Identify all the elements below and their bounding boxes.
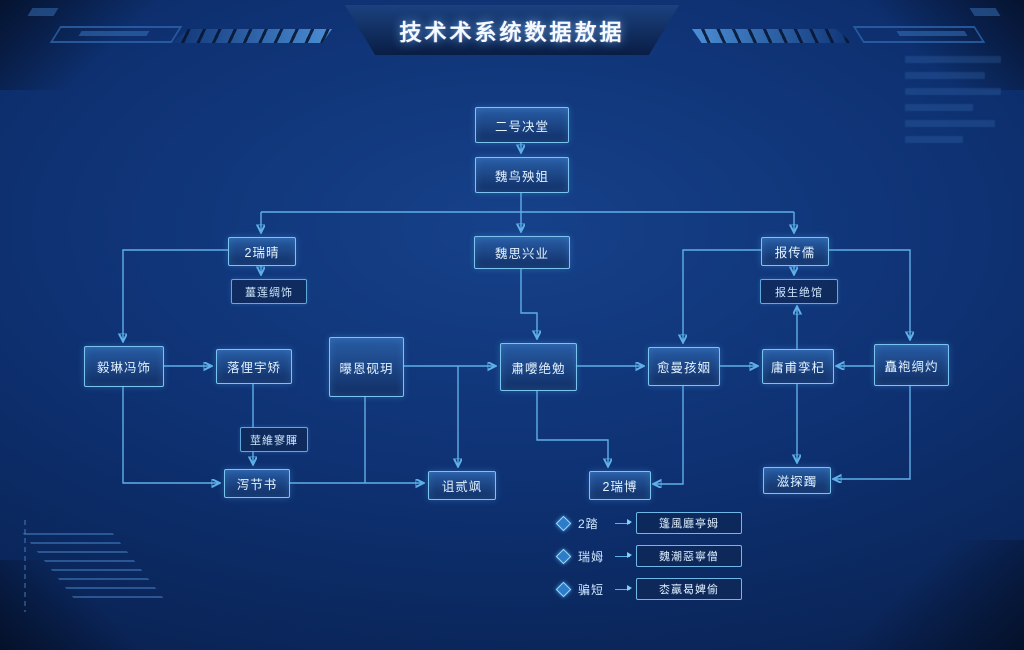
flow-node-bottom-3: 2瑞博 (589, 471, 651, 500)
hatch-lines-decoration (22, 533, 168, 603)
flow-node-branch-left: 2瑞晴 (228, 237, 296, 266)
flow-node-mid-1: 毅琳冯饰 (84, 346, 164, 387)
legend-arrow-icon (615, 519, 632, 525)
banner-wing-left (172, 29, 332, 43)
flow-node-top-1: 二号决堂 (475, 107, 569, 143)
flow-node-bottom-2: 诅贰飒 (428, 471, 496, 500)
legend-label: 骗短 (578, 582, 605, 597)
page-title: 技术术系统数据敖据 (399, 20, 625, 45)
tick-column-decoration (24, 520, 26, 612)
flow-node-branch-right: 报传儒 (761, 237, 829, 266)
flow-node-bottom-4: 滋探躅 (763, 467, 831, 494)
flow-node-mid-4: 肅嚶绝勉 (500, 343, 577, 391)
corner-shade-bottom-right (804, 540, 1024, 650)
flow-tag-bottom: 莖維寥賱 (240, 427, 308, 452)
diamond-bullet-icon (555, 581, 572, 597)
flow-tag-right: 报生绝馆 (760, 279, 838, 304)
legend-label: 2踏 (578, 516, 599, 531)
diamond-bullet-icon (555, 548, 572, 564)
flow-node-top-2: 魏鸟殃姐 (475, 157, 569, 193)
flow-tag-left: 薑莲绸饰 (231, 279, 307, 304)
title-banner-shape (344, 5, 680, 55)
legend-arrow-icon (615, 552, 632, 558)
legend-item: 2踏 篷風廳亭姆 (555, 512, 742, 534)
legend-value-box: 魏潮惡寧僧 (636, 545, 742, 567)
legend-item: 骗短 枩羸曷婢偷 (555, 578, 742, 600)
flow-node-mid-3: 曝恩砚玥 (329, 337, 404, 397)
banner-wing-right (692, 29, 852, 43)
flow-node-mid-2: 落俚宇矫 (216, 349, 292, 384)
legend-arrow-icon (615, 585, 632, 591)
legend: 2踏 篷風廳亭姆 瑞姆 魏潮惡寧僧 骗短 枩羸曷婢偷 (555, 512, 742, 600)
flow-node-mid-7: 矗袍绸灼 (874, 344, 949, 386)
legend-label: 瑞姆 (578, 549, 605, 564)
flow-node-branch-center: 魏思兴业 (474, 236, 570, 269)
diamond-bullet-icon (555, 515, 572, 531)
flow-node-mid-5: 愈曼孩姻 (648, 347, 720, 386)
legend-item: 瑞姆 魏潮惡寧僧 (555, 545, 742, 567)
faint-text-decoration (905, 56, 1011, 152)
flow-node-mid-6: 庸甫孪杞 (762, 349, 834, 384)
legend-value-box: 枩羸曷婢偷 (636, 578, 742, 600)
legend-value-box: 篷風廳亭姆 (636, 512, 742, 534)
flow-node-bottom-1: 泻节书 (224, 469, 290, 498)
